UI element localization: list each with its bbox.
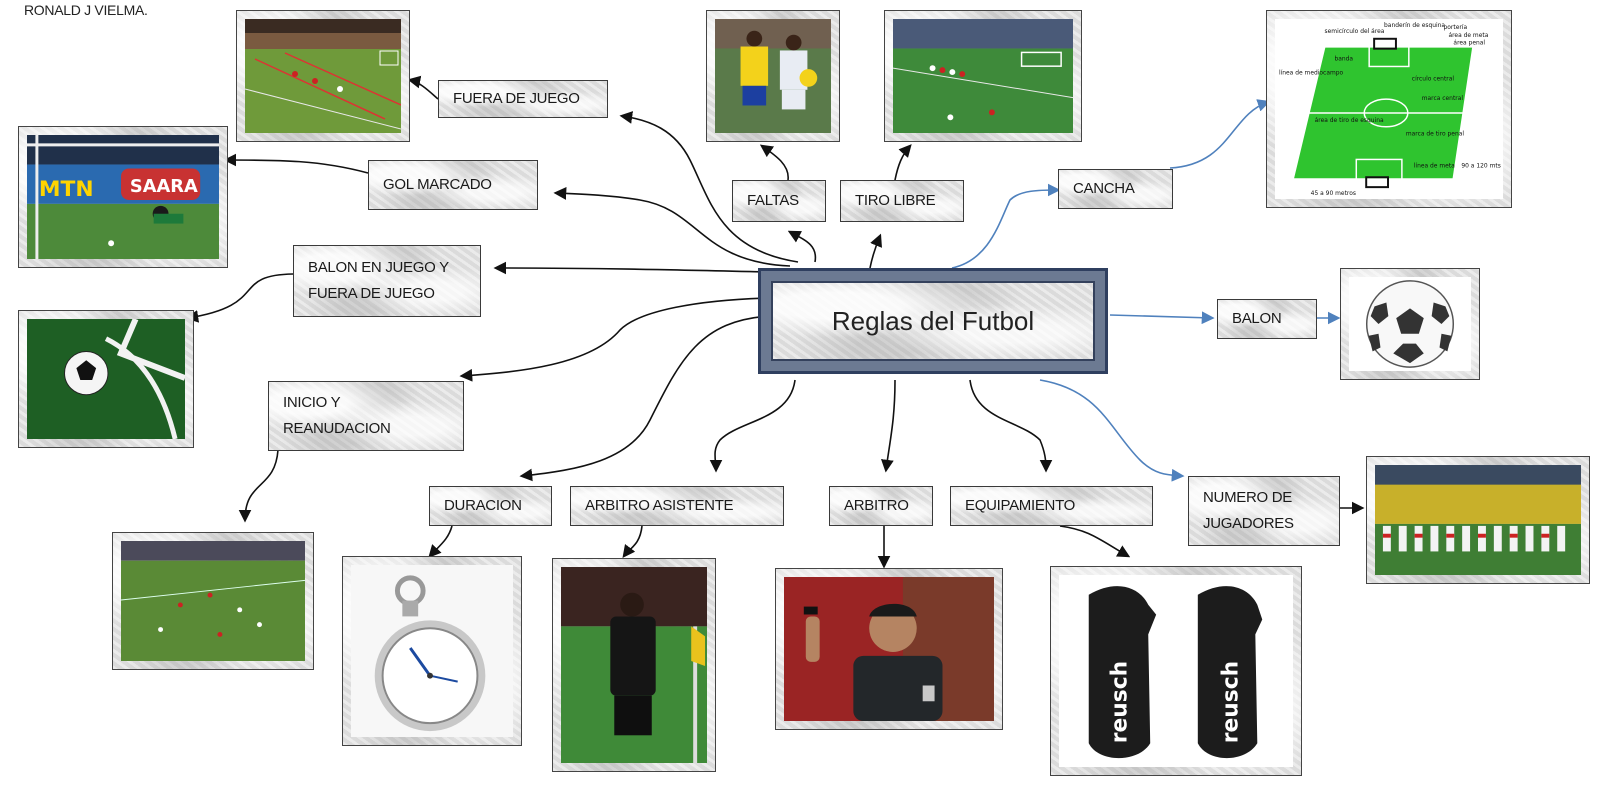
arrow-to-numero — [1039, 379, 1185, 482]
label-tiro-libre: TIRO LIBRE — [840, 180, 964, 222]
brand-text-right: reusch — [1218, 661, 1243, 743]
pitch-label-arc: semicírculo del área — [1325, 28, 1385, 35]
arrow-asistente-to-photo — [622, 525, 643, 559]
arrow-inicio-to-photo — [238, 449, 279, 523]
photo-goal-scored: MTN SAARA — [18, 126, 228, 268]
arrow-tiro-to-photo — [894, 144, 912, 181]
label-fuera-de-juego: FUERA DE JUEGO — [438, 80, 608, 118]
pitch-label-goal-area: área de meta — [1448, 32, 1488, 39]
photo-kickoff — [112, 532, 314, 670]
pitch-label-center-mark: marca central — [1422, 95, 1464, 102]
arrow-cancha-to-photo — [1169, 99, 1271, 169]
photo-assistant-referee — [552, 558, 716, 772]
arrow-to-inicio — [459, 297, 769, 382]
arrow-to-arbitro — [881, 379, 896, 473]
label-balon-en-juego: BALON EN JUEGO Y FUERA DE JUEGO — [293, 245, 481, 317]
label-faltas: FALTAS — [732, 180, 826, 222]
photo-offside — [236, 10, 410, 142]
arrow-balon-to-photo — [185, 273, 294, 323]
photo-team-lineup — [1366, 456, 1590, 584]
arrow-gol-to-photo — [223, 153, 369, 174]
arrow-to-gol-marcado — [553, 187, 791, 267]
arrow-to-faltas — [787, 230, 817, 263]
banner-text-mtn: MTN — [39, 177, 94, 202]
arrow-to-balon — [1109, 311, 1215, 325]
photo-stopwatch — [342, 556, 522, 746]
arrow-duracion-to-photo — [428, 525, 453, 558]
arrow-to-fuera-de-juego — [619, 111, 799, 263]
pitch-label-corner-arc: área de tiro de esquina — [1315, 117, 1384, 124]
central-topic-label: Reglas del Futbol — [771, 281, 1095, 361]
arrow-fuera-to-photo — [407, 75, 439, 100]
label-arbitro: ARBITRO — [829, 486, 933, 526]
photo-shin-guards: reusch reusch — [1050, 566, 1302, 776]
label-inicio-reanudacion: INICIO Y REANUDACION — [268, 381, 464, 451]
author-name: RONALD J VIELMA. — [24, 2, 148, 18]
photo-free-kick — [884, 10, 1082, 142]
pitch-label-penalty-mark: marca de tiro penal — [1406, 131, 1465, 138]
arrow-to-equipamiento — [969, 379, 1053, 473]
pitch-label-touchline: banda — [1334, 56, 1353, 63]
banner-text-saara: SAARA — [130, 177, 198, 197]
arrow-to-arbitro-asistente — [709, 379, 796, 473]
brand-text-left: reusch — [1107, 661, 1132, 743]
photo-pitch-diagram: banderín de esquina portería semicírculo… — [1266, 10, 1512, 208]
arrow-equip-to-photo — [1059, 525, 1131, 558]
pitch-label-corner-flag: banderín de esquina — [1384, 22, 1445, 29]
label-cancha: CANCHA — [1058, 169, 1173, 209]
pitch-label-center-circle: círculo central — [1412, 75, 1455, 82]
photo-ball-in-play — [18, 310, 194, 448]
arrow-to-tiro-libre — [869, 233, 882, 269]
arrow-to-cancha — [951, 183, 1061, 269]
pitch-label-goal: portería — [1444, 24, 1468, 31]
arrow-to-balon-en-juego — [493, 261, 769, 275]
pitch-label-halfway-line: línea de mediocampo — [1279, 69, 1344, 76]
label-duracion: DURACION — [429, 486, 552, 526]
central-topic: Reglas del Futbol — [758, 268, 1108, 374]
label-numero-de-jugadores: NUMERO DE JUGADORES — [1188, 476, 1340, 546]
photo-fouls — [706, 10, 840, 142]
label-equipamiento: EQUIPAMIENTO — [950, 486, 1153, 526]
pitch-label-goal-line: línea de meta — [1414, 162, 1455, 169]
label-arbitro-asistente: ARBITRO ASISTENTE — [570, 486, 784, 526]
label-gol-marcado: GOL MARCADO — [368, 160, 538, 210]
arrow-faltas-to-photo — [759, 144, 789, 181]
pitch-width-measure: 45 a 90 metros — [1311, 190, 1356, 197]
photo-referee — [775, 568, 1003, 730]
pitch-label-penalty-area: área penal — [1453, 40, 1485, 47]
photo-soccer-ball — [1340, 268, 1480, 380]
arrow-to-duracion — [519, 315, 771, 482]
pitch-length-measure: 90 a 120 mts — [1461, 162, 1500, 169]
label-balon: BALON — [1217, 299, 1317, 339]
